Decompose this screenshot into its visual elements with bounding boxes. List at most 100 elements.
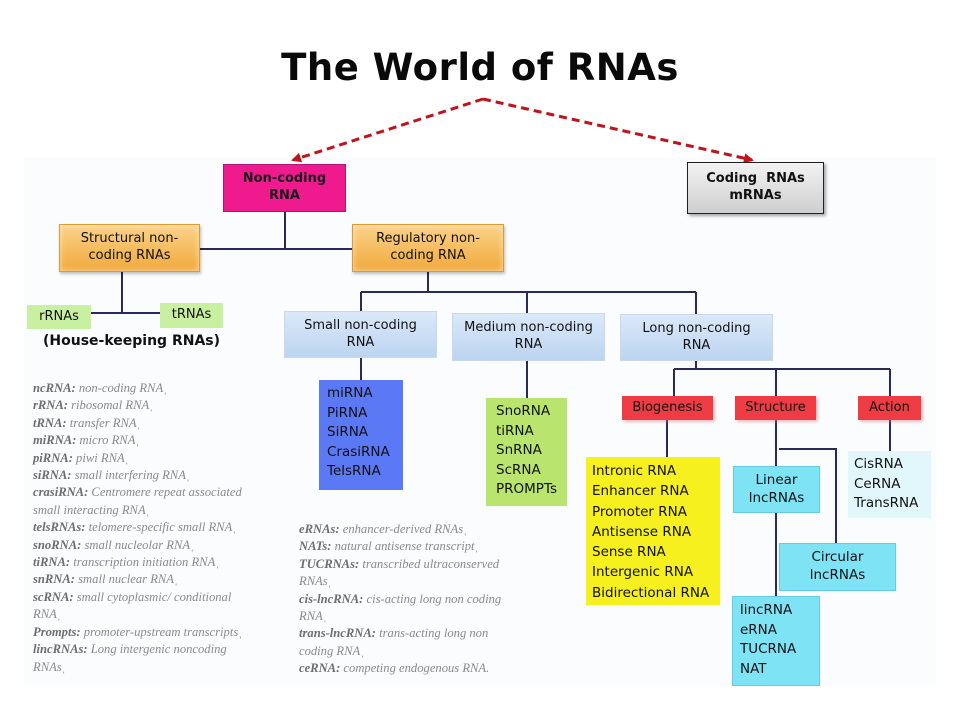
list-item: PiRNA <box>327 404 368 421</box>
housekeeping-note: (House-keeping RNAs) <box>43 333 221 349</box>
glossary-definition: competing endogenous RNA. <box>340 661 490 676</box>
glossary-entry: miRNA: micro RNAˌ <box>33 432 242 449</box>
biogenesis-node: Biogenesis <box>622 396 713 420</box>
glossary-term: NATs: <box>299 539 332 554</box>
glossary-term: rRNA: <box>33 398 68 413</box>
glossary-term: siRNA: <box>33 468 72 483</box>
glossary-definition: transcribed ultraconserved <box>359 556 500 571</box>
root-arrows <box>291 97 754 164</box>
glossary-term: crasiRNA: <box>33 485 89 500</box>
node-label: lncRNAs <box>748 489 805 506</box>
glossary-entry: ceRNA: competing endogenous RNA. <box>299 660 501 677</box>
list-item: Antisense RNA <box>592 523 692 540</box>
list-item: miRNA <box>327 385 373 401</box>
glossary-term: scRNA: <box>33 589 74 604</box>
node-label: RNA <box>682 337 711 353</box>
glossary-term: ncRNA: <box>33 381 76 395</box>
glossary-entry: TUCRNAs: transcribed ultraconserved <box>299 556 501 573</box>
glossary-entry: snoRNA: small nucleolar RNAˌ <box>33 537 242 554</box>
list-item: Sense RNA <box>592 544 666 560</box>
glossary-entry: RNAˌ <box>33 606 242 623</box>
list-item: eRNA <box>740 621 778 638</box>
list-item: SnRNA <box>496 442 542 459</box>
glossary-entry: cis-lncRNA: cis-acting long non coding <box>299 591 501 608</box>
glossary-definition: promoter-upstream transcriptsˌ <box>80 624 243 639</box>
glossary-definition: ribosomal RNAˌ <box>68 398 154 413</box>
list-item: CrasiRNA <box>327 443 390 460</box>
list-item: SnoRNA <box>496 403 551 419</box>
connector-noncoding <box>200 207 355 250</box>
list-item: lincRNA <box>740 602 793 618</box>
node-label: coding RNA <box>390 248 466 263</box>
list-item: TUCRNA <box>740 641 797 658</box>
glossary-term: telsRNAs: <box>33 520 86 535</box>
structure-node: Structure <box>735 396 816 420</box>
list-item: Enhancer RNA <box>592 483 689 500</box>
list-item: Bidirectional RNA <box>592 584 710 601</box>
structural-ncrna-node: Structural non-coding RNAs <box>59 224 200 272</box>
node-label: Linear <box>755 471 798 488</box>
regulatory-ncrna-node: Regulatory non-coding RNA <box>352 224 504 272</box>
glossary-term: snRNA: <box>33 572 75 587</box>
glossary-entry: snRNA: small nuclear RNAˌ <box>33 571 242 588</box>
node-label: Circular <box>811 549 864 566</box>
node-label: Structural non- <box>80 231 179 247</box>
glossary-definition: RNAsˌ <box>299 574 332 589</box>
glossary-term: tRNA: <box>33 415 67 430</box>
glossary-definition: transfer RNAˌ <box>66 415 141 430</box>
glossary-entry: RNAsˌ <box>299 573 501 590</box>
list-item: Intergenic RNA <box>592 564 694 581</box>
node-label: lncRNAs <box>809 567 866 583</box>
glossary-definition: transcription initiation RNAˌ <box>70 555 220 570</box>
glossary-definition: cis-acting long non coding <box>363 591 502 606</box>
node-label: Non-coding <box>242 171 327 187</box>
glossary-definition: Long intergenic noncoding <box>87 642 227 657</box>
glossary-entry: NATs: natural antisense transcriptˌ <box>299 538 501 555</box>
glossary-entry: coding RNAˌ <box>299 643 501 660</box>
glossary-entry: ncRNA: non-coding RNAˌ <box>33 380 242 397</box>
action-node: Action <box>858 396 921 420</box>
node-label: coding RNAs <box>88 248 171 263</box>
connector-structural <box>91 272 163 314</box>
glossary-definition: piwi RNAˌ <box>72 450 129 465</box>
glossary-definition: non-coding RNAˌ <box>75 381 168 395</box>
list-item: PROMPTs <box>496 481 557 498</box>
glossary-definition: Centromere repeat associated <box>88 485 242 500</box>
list-item: NAT <box>740 660 767 677</box>
glossary-term: TUCRNAs: <box>299 556 360 571</box>
glossary-term: lincRNAs: <box>33 642 88 657</box>
page-title: The World of RNAs <box>281 46 679 89</box>
glossary-definition: small cytoplasmic/ conditional <box>73 589 232 604</box>
glossary-entry: Prompts: promoter-upstream transcriptsˌ <box>33 624 242 641</box>
rrnas-node: rRNAs <box>27 305 91 329</box>
node-label: RNA <box>269 188 300 203</box>
glossary-entry: lincRNAs: Long intergenic noncoding <box>33 641 242 658</box>
glossary-entry: scRNA: small cytoplasmic/ conditional <box>33 589 242 606</box>
node-label: Long non-coding <box>642 320 751 336</box>
list-item: CisRNA <box>854 456 903 472</box>
glossary-definition: trans-acting long non <box>375 626 489 641</box>
glossary-definition: micro RNAˌ <box>76 433 140 448</box>
glossary-entry: telsRNAs: telomere-specific small RNAˌ <box>33 519 242 536</box>
glossary-term: Prompts: <box>33 624 81 639</box>
list-item: SiRNA <box>327 424 369 441</box>
glossary-term: miRNA: <box>33 433 77 448</box>
tree-connectors <box>91 207 891 599</box>
glossary-entry: rRNA: ribosomal RNAˌ <box>33 397 242 414</box>
glossary-term: ceRNA: <box>299 661 341 676</box>
glossary-entry: siRNA: small interfering RNAˌ <box>33 467 242 484</box>
small-ncrna-list: miRNA PiRNA SiRNA CrasiRNA TelsRNA <box>319 380 403 490</box>
glossary-definition: coding RNAˌ <box>299 643 365 658</box>
list-item: TransRNA <box>854 495 919 512</box>
glossary-entry: small interacting RNAˌ <box>33 502 242 519</box>
glossary-entry: tRNA: transfer RNAˌ <box>33 415 242 432</box>
